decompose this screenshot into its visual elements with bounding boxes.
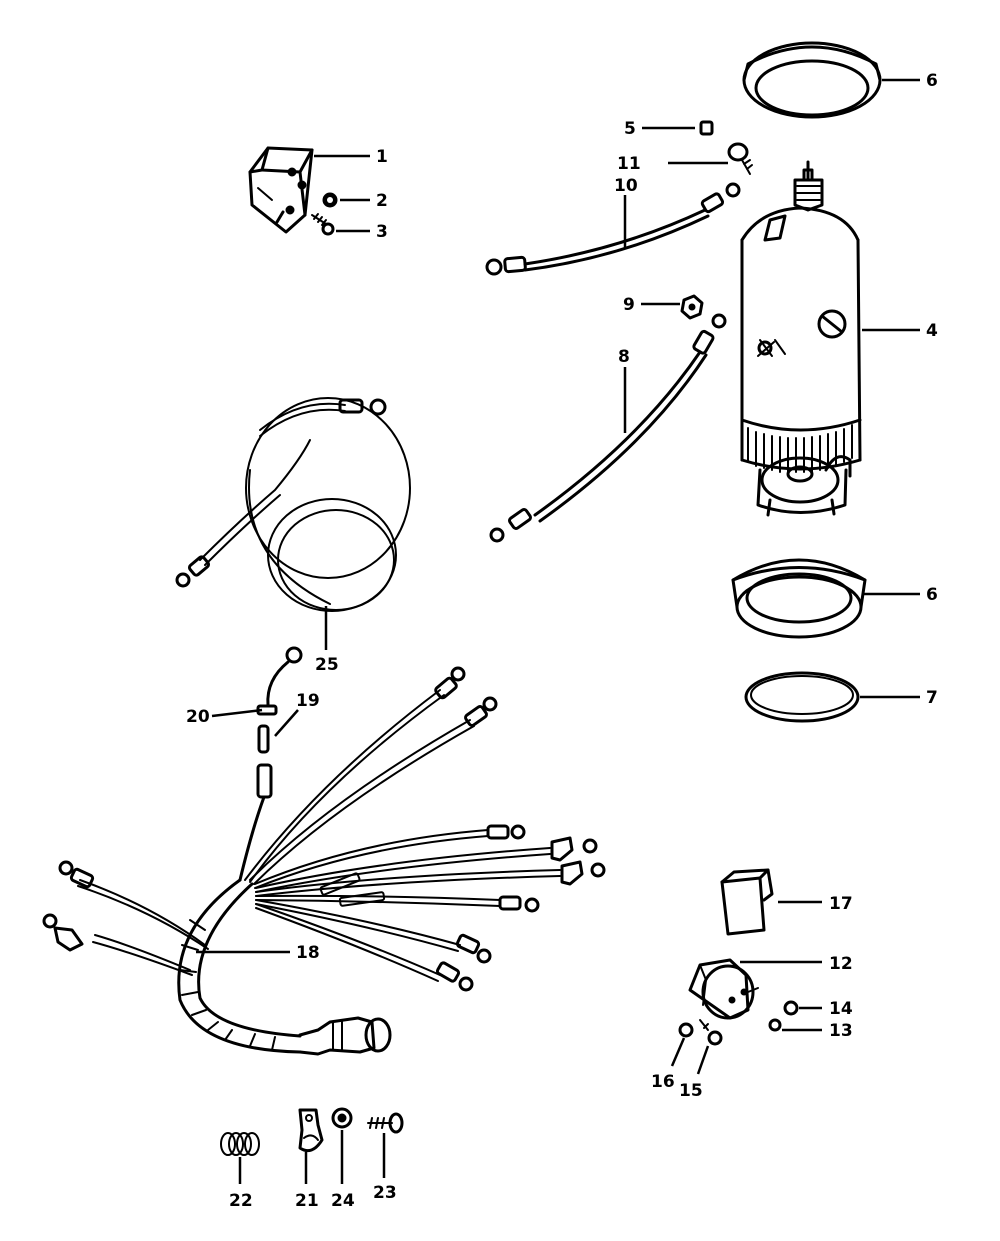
callout-22: 22 (229, 1191, 253, 1211)
part-13-nut (768, 1018, 782, 1032)
callout-9: 9 (623, 295, 635, 315)
part-15-screw (699, 1019, 723, 1046)
leader-16 (670, 1037, 686, 1067)
part-22-spring (220, 1132, 260, 1156)
callout-4: 4 (926, 321, 938, 341)
callout-19: 19 (296, 691, 320, 711)
part-24-washer (331, 1107, 353, 1129)
callout-10: 10 (614, 176, 638, 196)
callout-6b: 6 (926, 585, 938, 605)
part-1-solenoid (248, 146, 314, 234)
part-18-wiring-harness (42, 666, 606, 1056)
callout-5: 5 (624, 119, 636, 139)
part-16-washer (678, 1022, 694, 1038)
part-17-cover (720, 868, 774, 936)
callout-14: 14 (829, 999, 853, 1019)
part-7-ring (744, 671, 860, 723)
callout-15: 15 (679, 1081, 703, 1101)
callout-21: 21 (295, 1191, 319, 1211)
callout-6a: 6 (926, 71, 938, 91)
callout-18: 18 (296, 943, 320, 963)
callout-25: 25 (315, 655, 339, 675)
part-19-fuse (257, 724, 270, 754)
part-3-screw (311, 213, 335, 236)
part-11-bolt (727, 142, 753, 175)
callout-8: 8 (618, 347, 630, 367)
part-6-lower-boot (731, 558, 867, 639)
part-2-nut (322, 192, 338, 208)
part-9-nut (680, 294, 704, 320)
callout-11: 11 (617, 154, 641, 174)
part-20-short-lead (256, 646, 303, 716)
leader-19 (274, 709, 299, 737)
leader-15 (696, 1045, 710, 1075)
part-25-coiled-cable (175, 397, 411, 612)
part-23-bolt (367, 1112, 404, 1134)
callout-7: 7 (926, 688, 938, 708)
part-4-starter-motor (740, 160, 862, 517)
callout-20: 20 (186, 707, 210, 727)
part-12-switch (688, 958, 759, 1020)
part-5-bushing (699, 120, 714, 136)
callout-3: 3 (376, 222, 388, 242)
leader-20 (211, 708, 263, 718)
part-10-cable (485, 182, 741, 276)
callout-1: 1 (376, 147, 388, 167)
part-21-clamp (298, 1108, 324, 1153)
callout-17: 17 (829, 894, 853, 914)
part-14-nut (783, 1000, 799, 1016)
callout-16: 16 (651, 1072, 675, 1092)
callout-13: 13 (829, 1021, 853, 1041)
part-8-cable (489, 313, 727, 543)
callout-23: 23 (373, 1183, 397, 1203)
part-6-top-boot (742, 41, 882, 119)
callout-24: 24 (331, 1191, 355, 1211)
callout-12: 12 (829, 954, 853, 974)
callout-2: 2 (376, 191, 388, 211)
